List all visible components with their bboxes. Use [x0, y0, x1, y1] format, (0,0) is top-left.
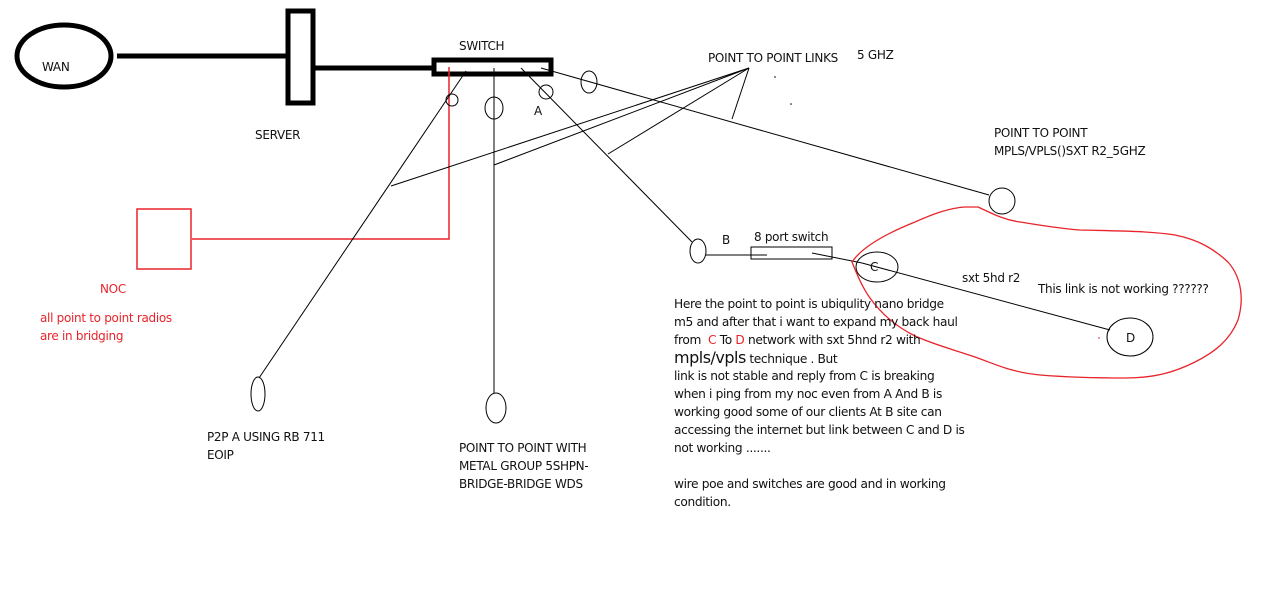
description-line: from C To D network with sxt 5hnd r2 wit… — [674, 331, 1004, 349]
mpls-vpls-emphasis: mpls/vpls — [674, 348, 746, 367]
p2p-metal-label-line3: BRIDGE-BRIDGE WDS — [459, 477, 583, 491]
radio-d-icon — [1106, 317, 1154, 357]
pointer-line-2 — [493, 67, 750, 166]
description-spacer — [674, 457, 1004, 475]
description-fragment: To — [716, 333, 736, 347]
p2p-metal-label-line1: POINT TO POINT WITH — [459, 441, 587, 455]
link-8port-c — [811, 252, 863, 264]
radio-rb711-near-icon — [445, 93, 459, 107]
switch-node-icon — [431, 57, 554, 77]
description-line: m5 and after that i want to expand my ba… — [674, 315, 958, 329]
p2p-rb711-label-line1: P2P A USING RB 711 — [207, 430, 325, 444]
description-fragment: technique . But — [745, 352, 838, 366]
noc-node-icon — [136, 208, 192, 270]
radio-mpls-far-icon — [988, 187, 1016, 215]
pointer-line-1 — [390, 67, 750, 187]
problem-area-outline — [851, 206, 1242, 379]
site-c-label: C — [870, 260, 879, 274]
description-line: when i ping from my noc even from A And … — [674, 387, 942, 401]
description-fragment: network with sxt 5hnd r2 with — [744, 333, 921, 347]
c-highlight: C — [708, 333, 717, 347]
d-highlight: D — [735, 333, 745, 347]
eight-port-switch-label: 8 port switch — [754, 230, 829, 244]
description-line: wire poe and switches are good and in wo… — [674, 477, 946, 491]
site-d-label: D — [1126, 331, 1135, 345]
description-line: working good some of our clients At B si… — [674, 405, 942, 419]
eight-port-switch-icon — [750, 246, 833, 260]
pointer-line-4 — [731, 67, 750, 120]
radio-metal-near-icon — [484, 96, 504, 120]
noc-note-line1: all point to point radios — [40, 311, 172, 325]
site-a-label: A — [534, 104, 542, 118]
frequency-label: 5 GHZ — [857, 48, 894, 62]
description-fragment: from — [674, 333, 709, 347]
noc-link — [192, 67, 450, 240]
link-switch-rb711 — [258, 70, 467, 379]
p2p-metal-label-line2: METAL GROUP 5SHPN- — [459, 459, 589, 473]
description-line: accessing the internet but link between … — [674, 423, 965, 437]
description-line: mpls/vpls technique . But — [674, 349, 1004, 367]
switch-label: SWITCH — [459, 39, 505, 53]
link-cd-label: sxt 5hd r2 — [962, 271, 1021, 285]
noc-note-line2: are in bridging — [40, 329, 124, 343]
p2p-mpls-label-line1: POINT TO POINT — [994, 126, 1088, 140]
description-line: Here the point to point is ubiqulity nan… — [674, 297, 944, 311]
stray-dot-1 — [774, 76, 776, 78]
description-line: not working ....... — [674, 441, 771, 455]
p2p-links-label: POINT TO POINT LINKS — [708, 51, 838, 65]
link-switch-mpls — [540, 67, 990, 196]
radio-metal-far-icon — [485, 392, 507, 424]
wan-node-icon — [14, 22, 114, 90]
description-line: link is not stable and reply from C is b… — [674, 369, 935, 383]
site-b-label: B — [722, 233, 730, 247]
description-text: Here the point to point is ubiqulity nan… — [674, 295, 1004, 511]
pointer-line-3 — [607, 67, 750, 155]
stray-dot-2 — [790, 103, 792, 105]
server-label: SERVER — [255, 128, 301, 142]
not-working-label: This link is not working ?????? — [1038, 282, 1209, 296]
p2p-mpls-label-line2: MPLS/VPLS()SXT R2_5GHZ — [994, 144, 1146, 158]
radio-c-icon — [855, 251, 899, 283]
radio-a-icon — [538, 84, 554, 100]
p2p-rb711-label-line2: EOIP — [207, 448, 234, 462]
noc-label: NOC — [100, 282, 126, 296]
server-node-icon — [285, 8, 316, 106]
link-switch-b — [520, 67, 693, 243]
radio-rb711-far-icon — [250, 376, 266, 412]
radio-mpls-near-icon — [580, 70, 598, 94]
wan-label: WAN — [42, 60, 70, 74]
radio-b-icon — [689, 238, 707, 264]
stray-red-dot — [1098, 337, 1100, 339]
link-c-d-sxt — [861, 262, 1111, 331]
description-line: condition. — [674, 495, 731, 509]
